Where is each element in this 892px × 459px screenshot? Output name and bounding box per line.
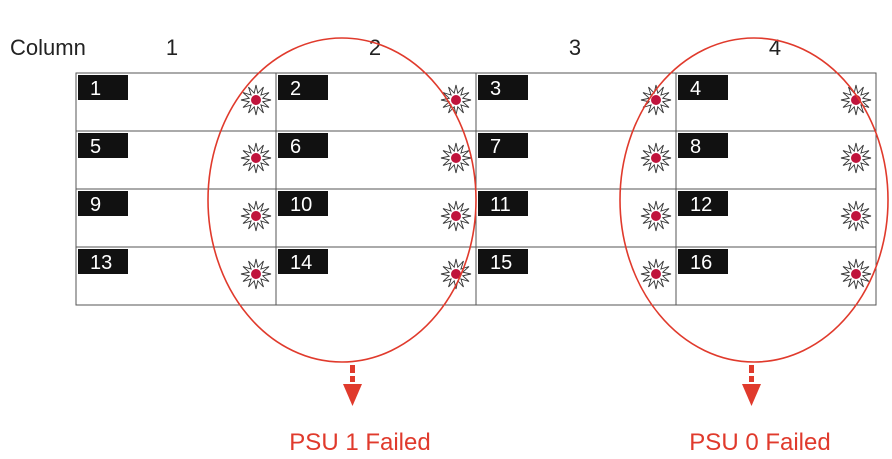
drive-slot: 15	[475, 246, 677, 306]
fault-led-dot	[851, 211, 861, 221]
fault-led-icon	[640, 200, 672, 232]
slot-number-badge	[278, 75, 328, 100]
psu-0-failure-ellipse	[619, 37, 889, 363]
fault-led-icon	[440, 200, 472, 232]
slot-number-badge	[78, 191, 128, 216]
slot-number: 4	[690, 78, 701, 100]
drive-slot: 16	[675, 246, 877, 306]
slot-number: 2	[290, 78, 301, 100]
fault-led-dot	[851, 269, 861, 279]
fault-led-icon	[440, 84, 472, 116]
drive-slot: 11	[475, 188, 677, 248]
slot-number: 3	[490, 78, 501, 100]
drive-slot: 5	[75, 130, 277, 190]
fault-led-dot	[851, 153, 861, 163]
slot-number-badge	[678, 75, 728, 100]
slot-number: 8	[690, 136, 701, 158]
fault-led-icon	[840, 142, 872, 174]
drive-slot: 10	[275, 188, 477, 248]
slot-number-badge	[278, 133, 328, 158]
drive-slot: 2	[275, 72, 477, 132]
slot-number: 16	[690, 252, 712, 274]
slot-number-badge	[478, 75, 528, 100]
drive-slot: 13	[75, 246, 277, 306]
slot-number-badge	[678, 133, 728, 158]
fault-led-icon	[640, 258, 672, 290]
slot-number-badge	[678, 191, 728, 216]
fault-led-icon	[240, 258, 272, 290]
fault-led-dot	[251, 153, 261, 163]
fault-led-icon	[240, 200, 272, 232]
fault-led-dot	[251, 211, 261, 221]
drive-slot: 1	[75, 72, 277, 132]
column-number-1: 1	[166, 35, 178, 60]
slot-number-badge	[278, 249, 328, 274]
slot-number: 6	[290, 136, 301, 158]
drive-slot: 4	[675, 72, 877, 132]
fault-led-icon	[440, 258, 472, 290]
fault-led-dot	[451, 269, 461, 279]
slot-number: 14	[290, 252, 312, 274]
slot-number-badge	[478, 133, 528, 158]
fault-led-dot	[651, 95, 661, 105]
drive-slot: 9	[75, 188, 277, 248]
slot-number: 13	[90, 252, 112, 274]
column-header-label: Column	[10, 35, 86, 60]
psu-1-failure-ellipse	[207, 37, 477, 363]
slot-number: 15	[490, 252, 512, 274]
fault-led-dot	[451, 153, 461, 163]
drive-slot: 7	[475, 130, 677, 190]
fault-led-icon	[840, 258, 872, 290]
slot-border	[675, 246, 877, 306]
fault-led-dot	[251, 95, 261, 105]
slot-number-badge	[478, 249, 528, 274]
slot-number-badge	[78, 75, 128, 100]
fault-led-dot	[251, 269, 261, 279]
column-number-3: 3	[569, 35, 581, 60]
psu-0-failed-label: PSU 0 Failed	[689, 429, 830, 456]
fault-led-icon	[240, 84, 272, 116]
slot-number-badge	[78, 249, 128, 274]
psu-1-arrow-icon	[343, 365, 362, 406]
drive-slot: 3	[475, 72, 677, 132]
slot-number-badge	[678, 249, 728, 274]
slot-number: 1	[90, 78, 101, 100]
fault-led-icon	[440, 142, 472, 174]
psu-0-arrow-icon	[742, 365, 761, 406]
slot-number-badge	[278, 191, 328, 216]
slot-number: 9	[90, 194, 101, 216]
slot-number-badge	[78, 133, 128, 158]
fault-led-dot	[651, 269, 661, 279]
psu-1-failed-label: PSU 1 Failed	[289, 429, 430, 456]
slot-number-badge	[478, 191, 528, 216]
fault-led-icon	[640, 142, 672, 174]
slot-number: 7	[490, 136, 501, 158]
slot-number: 10	[290, 194, 312, 216]
slot-number: 5	[90, 136, 101, 158]
fault-led-icon	[640, 84, 672, 116]
fault-led-icon	[840, 200, 872, 232]
fault-led-icon	[240, 142, 272, 174]
slot-number: 12	[690, 194, 712, 216]
drive-slot: 12	[675, 188, 877, 248]
drive-slot: 14	[275, 246, 477, 306]
fault-led-dot	[451, 211, 461, 221]
fault-led-dot	[451, 95, 461, 105]
fault-led-dot	[651, 153, 661, 163]
drive-slot: 6	[275, 130, 477, 190]
column-number-2: 2	[369, 35, 381, 60]
drive-slot: 8	[675, 130, 877, 190]
slot-number: 11	[490, 194, 511, 216]
fault-led-dot	[651, 211, 661, 221]
